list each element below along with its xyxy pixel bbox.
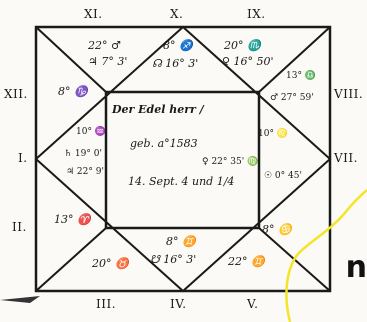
cell-vi-cusp: 8° ♋ [262,223,292,236]
cell-viii-cusp: 13° ♎ [286,71,317,81]
cell-viii-planet: ♂ 27° 59' [270,93,314,103]
cell-vii-cusp: 10° ♌ [258,129,289,139]
diagonal-tl [35,26,107,93]
house-label-vii: VII. [334,151,358,165]
cell-v-cusp: 22° ♊ [228,255,265,268]
house-label-ii: II. [12,220,27,234]
cell-i-saturn: ♄ 19° 0' [64,149,102,159]
house-label-xi: XI. [84,7,103,21]
yellow-highlight-stroke [285,189,367,322]
house-label-v: V. [247,297,259,311]
corner-arrow-icon [0,296,40,303]
cell-i-jupiter: ♃ 22° 9' [66,167,104,177]
diagonal-bl [35,227,107,292]
cell-xi-planet: ♃ 7° 3' [88,55,128,68]
cell-xi-cusp: 22° ♂ [88,39,121,52]
center-title: Der Edel herr / [112,103,204,116]
cell-x-node: ☊ 16° 3' [152,57,199,70]
center-birth-line: geb. a°1583 [130,137,198,150]
overlay-letter: n [345,250,367,285]
center-date-line: 14. Sept. 4 und 1/4 [128,175,235,188]
house-label-iii: III. [96,297,117,311]
center-square [104,90,261,230]
cell-iii-cusp: 20° ♉ [92,257,129,270]
house-label-viii: VIII. [334,87,364,101]
house-label-x: X. [170,7,184,21]
cell-vii-sun: ☉ 0° 45' [264,171,302,181]
cell-ii-cusp: 13° ♈ [54,213,91,226]
cell-iv-node: ☋ 16° 3' [150,253,197,266]
cell-ix-cusp: 20° ♏ [224,39,261,52]
cell-vii-venus: ♀ 22° 35' ♍ [202,157,259,167]
cell-i-cusp: 10° ♒ [76,127,107,137]
cell-xii-cusp: 8° ♑ [58,85,88,98]
cell-ix-planet: ♀ 16° 50' [222,55,274,68]
diagonal-tr [258,26,331,93]
inner-diamond [34,25,332,293]
house-label-i: I. [18,151,28,165]
house-label-xii: XII. [4,87,28,101]
house-label-iv: IV. [170,297,187,311]
cell-iv-cusp: 8° ♊ [166,235,196,248]
cell-x-cusp: 8° ♐ [163,39,193,52]
house-label-ix: IX. [247,7,266,21]
